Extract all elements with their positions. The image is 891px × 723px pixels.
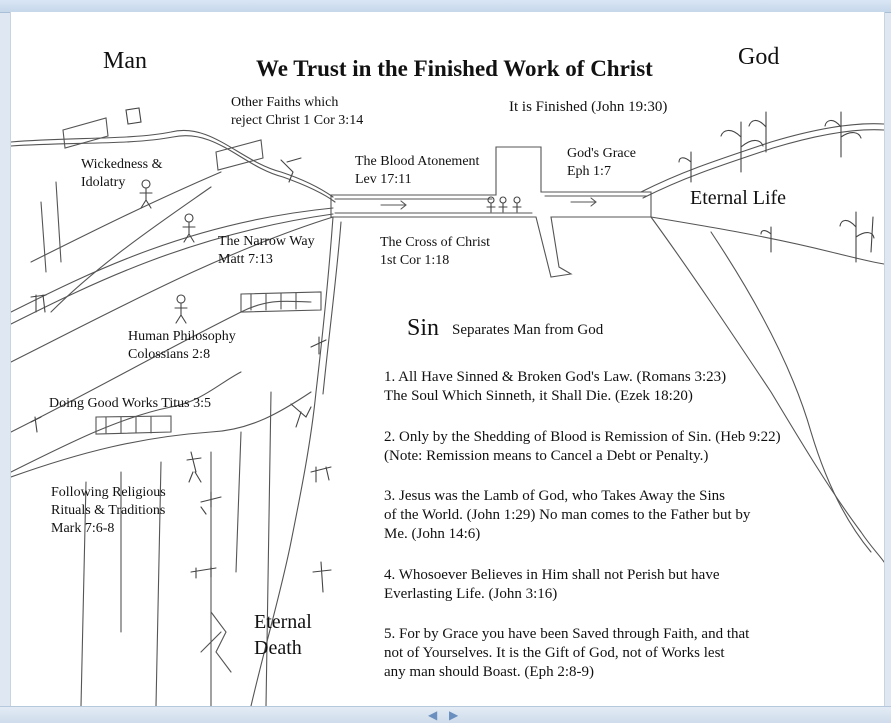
point-4-line-1: 4. Whosoever Believes in Him shall not P…: [384, 567, 720, 583]
god-label: God: [738, 44, 780, 70]
left-cliff-edge: [11, 129, 334, 198]
narrow-line-1: The Narrow Way: [218, 234, 315, 249]
sin-subtitle: Separates Man from God: [452, 322, 604, 338]
grace-line-2: Eph 1:7: [567, 164, 611, 179]
good-works-ledge: [95, 415, 172, 435]
blood-line-1: The Blood Atonement: [355, 154, 480, 169]
eternal-life-label: Eternal Life: [690, 187, 787, 209]
diagram-canvas: Man We Trust in the Finished Work of Chr…: [10, 12, 885, 706]
viewer-bottom-bar: ◀ ▶: [0, 706, 891, 723]
point-2-line-1: 2. Only by the Shedding of Blood is Remi…: [384, 429, 781, 445]
rituals-line-2: Rituals & Traditions: [51, 503, 166, 518]
eternal-death-line-1: Eternal: [254, 611, 312, 633]
point-4-line-2: Everlasting Life. (John 3:16): [384, 586, 558, 602]
diagram-title: We Trust in the Finished Work of Christ: [256, 56, 653, 81]
philosophy-line-1: Human Philosophy: [128, 329, 236, 344]
cross-line-2: 1st Cor 1:18: [380, 253, 450, 268]
philosophy-line-2: Colossians 2:8: [128, 347, 211, 362]
right-cliff-edge: [640, 123, 884, 193]
other-faiths-line-1: Other Faiths which: [231, 95, 339, 110]
good-works-label: Doing Good Works Titus 3:5: [49, 396, 211, 411]
point-5-line-2: not of Yourselves. It is the Gift of God…: [384, 645, 725, 661]
grace-line-1: God's Grace: [567, 146, 636, 161]
point-5-line-1: 5. For by Grace you have been Saved thro…: [384, 626, 750, 642]
finished-label: It is Finished (John 19:30): [509, 99, 668, 115]
narrow-line-2: Matt 7:13: [218, 252, 273, 267]
point-2-line-2: (Note: Remission means to Cancel a Debt …: [384, 448, 709, 464]
point-5-line-3: any man should Boast. (Eph 2:8-9): [384, 664, 594, 680]
other-faiths-line-2: reject Christ 1 Cor 3:14: [231, 113, 364, 128]
chasm-left-wall: [250, 216, 334, 706]
next-arrow-icon[interactable]: ▶: [449, 708, 459, 722]
rituals-line-3: Mark 7:6-8: [51, 521, 115, 536]
blood-line-2: Lev 17:11: [355, 172, 412, 187]
point-3-line-2: of the World. (John 1:29) No man comes t…: [384, 507, 751, 523]
man-label: Man: [103, 48, 147, 74]
chasm-right-wall: [650, 216, 884, 563]
sketch-drawing: [11, 107, 884, 706]
previous-arrow-icon[interactable]: ◀: [428, 708, 438, 722]
stick-figures: [30, 107, 522, 593]
rituals-line-1: Following Religious: [51, 485, 166, 500]
wickedness-line-2: Idolatry: [81, 175, 126, 190]
wickedness-line-1: Wickedness &: [81, 157, 163, 172]
bridge-beam: [330, 146, 652, 278]
point-1-line-1: 1. All Have Sinned & Broken God's Law. (…: [384, 369, 727, 385]
eternal-death-line-2: Death: [254, 637, 302, 659]
philosophy-ledge: [240, 291, 322, 313]
point-1-line-2: The Soul Which Sinneth, it Shall Die. (E…: [384, 388, 693, 404]
point-3-line-1: 3. Jesus was the Lamb of God, who Takes …: [384, 488, 726, 504]
narrow-way-path: [11, 207, 334, 313]
plants: [678, 111, 875, 263]
cross-line-1: The Cross of Christ: [380, 235, 491, 250]
sin-word: Sin: [407, 315, 440, 341]
point-3-line-3: Me. (John 14:6): [384, 526, 481, 542]
